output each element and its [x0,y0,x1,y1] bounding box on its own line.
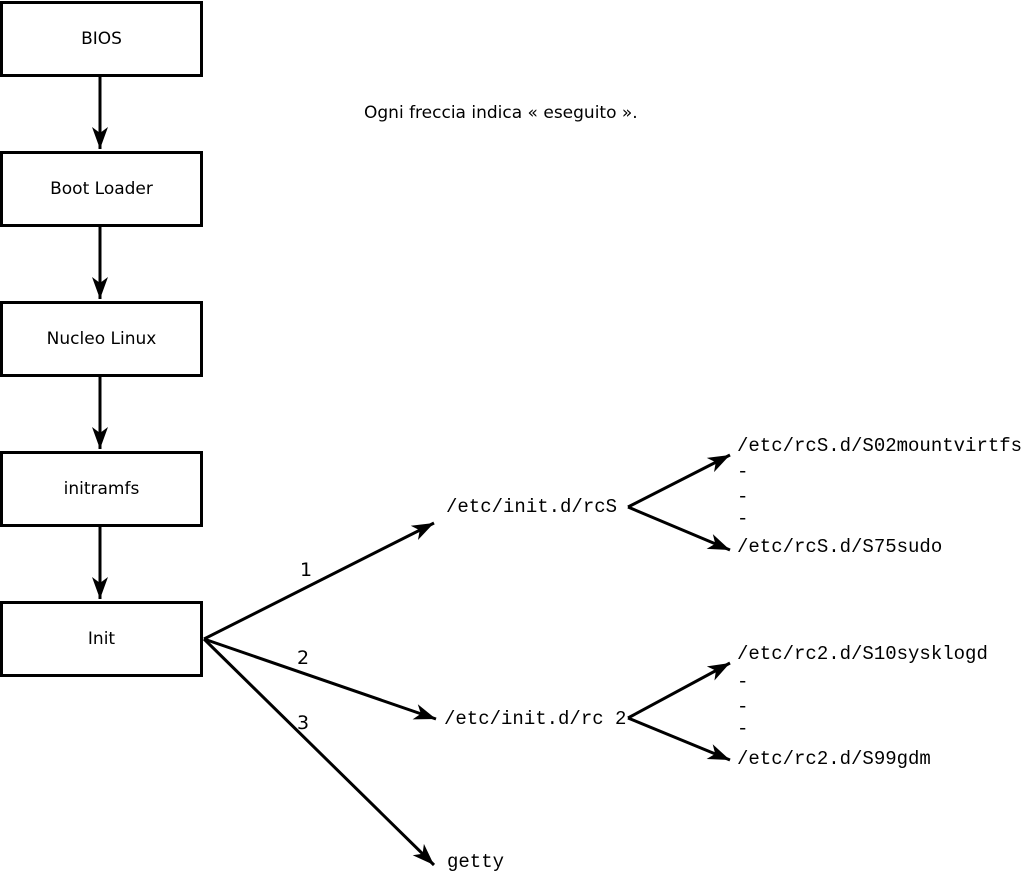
rc2-ellipsis-1: - [737,671,749,693]
node-bios-label: BIOS [81,29,122,49]
arrow-init-to-getty [202,637,436,867]
rc2-ellipsis-2: - [737,696,749,718]
target-rc2: /etc/init.d/rc 2 [444,708,627,730]
rcs-script-first: /etc/rcS.d/S02mountvirtfs [737,435,1023,457]
rcs-ellipsis-2: - [737,486,749,508]
branch-3-number: 3 [297,712,310,734]
rcs-ellipsis-3: - [737,508,749,530]
branch-2-number: 2 [297,647,310,669]
rc2-script-first: /etc/rc2.d/S10sysklogd [737,643,988,665]
rc2-script-last: /etc/rc2.d/S99gdm [737,748,931,770]
target-rcs: /etc/init.d/rcS [446,496,618,518]
rcs-ellipsis-1: - [737,461,749,483]
arrow-rcs-to-first-script [627,453,731,509]
node-boot-loader: Boot Loader [0,151,203,227]
arrow-rc2-to-first-script [627,661,731,720]
node-init: Init [0,601,203,677]
arrow-init-to-rc2 [203,637,437,721]
node-boot-loader-label: Boot Loader [50,179,153,199]
node-initramfs: initramfs [0,451,203,527]
node-nucleo-linux: Nucleo Linux [0,301,203,377]
arrow-rc2-to-last-script [627,716,731,762]
node-bios: BIOS [0,1,203,77]
branch-1-number: 1 [300,559,313,581]
rc2-ellipsis-3: - [737,718,749,740]
node-nucleo-linux-label: Nucleo Linux [46,329,157,349]
arrow-init-to-rcs [203,521,435,641]
node-init-label: Init [87,629,116,649]
diagram-caption: Ogni freccia indica « eseguito ». [364,103,638,123]
target-getty: getty [447,851,505,873]
arrow-rcs-to-last-script [627,505,731,552]
node-initramfs-label: initramfs [63,479,140,499]
rcs-script-last: /etc/rcS.d/S75sudo [737,536,943,558]
